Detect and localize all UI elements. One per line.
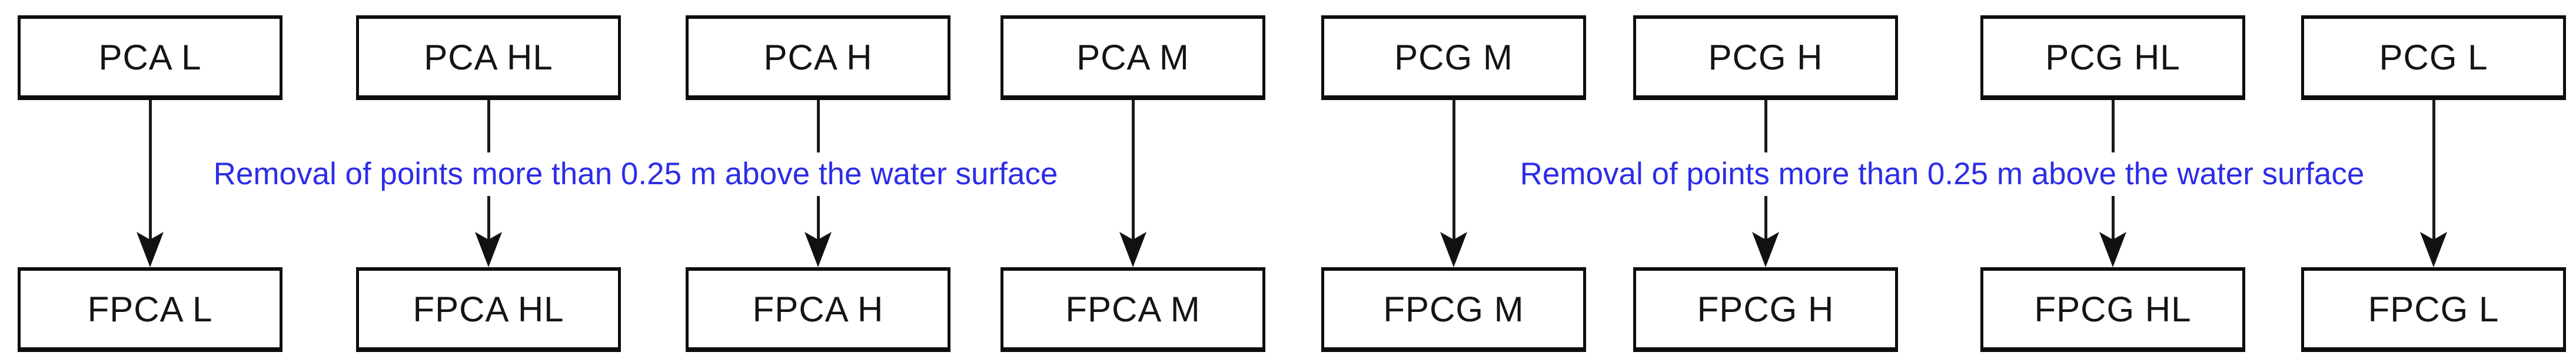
node-pcg-l: PCG L <box>2301 15 2566 100</box>
node-fpcg-m: FPCG M <box>1321 267 1586 352</box>
node-pca-m: PCA M <box>1001 15 1265 100</box>
arrow-shaft <box>1452 100 1455 241</box>
node-label: PCG H <box>1708 37 1823 77</box>
flow-column-pcg-l: PCG L FPCG L <box>2301 0 2566 362</box>
arrow-shaft <box>148 100 152 241</box>
arrowhead-icon <box>475 232 502 267</box>
arrowhead-icon <box>1119 232 1146 267</box>
node-fpca-m: FPCA M <box>1001 267 1265 352</box>
node-label: PCA L <box>98 37 202 77</box>
node-fpca-h: FPCA H <box>686 267 950 352</box>
flow-column-pca-l: PCA L FPCA L <box>18 0 282 362</box>
node-fpca-l: FPCA L <box>18 267 282 352</box>
node-label: FPCA L <box>87 289 213 329</box>
node-fpca-hl: FPCA HL <box>356 267 621 352</box>
node-label: FPCG L <box>2368 289 2499 329</box>
node-pcg-hl: PCG HL <box>1980 15 2245 100</box>
node-label: FPCA HL <box>413 289 564 329</box>
node-label: PCG L <box>2379 37 2488 77</box>
node-label: FPCA H <box>752 289 884 329</box>
node-label: PCG HL <box>2045 37 2181 77</box>
node-label: FPCG H <box>1697 289 1834 329</box>
removal-annotation-right: Removal of points more than 0.25 m above… <box>1513 152 2372 196</box>
arrowhead-icon <box>2099 232 2126 267</box>
node-label: PCA H <box>763 37 873 77</box>
arrowhead-icon <box>1440 232 1467 267</box>
node-pca-hl: PCA HL <box>356 15 621 100</box>
node-pca-l: PCA L <box>18 15 282 100</box>
arrowhead-icon <box>2420 232 2447 267</box>
node-label: PCG M <box>1394 37 1513 77</box>
arrowhead-icon <box>805 232 832 267</box>
node-fpcg-l: FPCG L <box>2301 267 2566 352</box>
node-fpcg-h: FPCG H <box>1633 267 1898 352</box>
node-pcg-m: PCG M <box>1321 15 1586 100</box>
arrow-shaft <box>2432 100 2435 241</box>
flow-column-pcg-hl: PCG HL FPCG HL <box>1980 0 2245 362</box>
flow-column-pca-h: PCA H FPCA H <box>686 0 950 362</box>
node-label: FPCG HL <box>2034 289 2192 329</box>
node-label: PCA HL <box>424 37 553 77</box>
node-label: PCA M <box>1076 37 1189 77</box>
arrowhead-icon <box>137 232 164 267</box>
node-label: FPCA M <box>1065 289 1201 329</box>
node-pca-h: PCA H <box>686 15 950 100</box>
node-pcg-h: PCG H <box>1633 15 1898 100</box>
node-fpcg-hl: FPCG HL <box>1980 267 2245 352</box>
removal-annotation-left: Removal of points more than 0.25 m above… <box>206 152 1065 196</box>
arrowhead-icon <box>1752 232 1779 267</box>
flow-column-pca-hl: PCA HL FPCA HL <box>356 0 621 362</box>
flow-column-pcg-m: PCG M FPCG M <box>1321 0 1586 362</box>
flow-column-pca-m: PCA M FPCA M <box>1001 0 1265 362</box>
node-label: FPCG M <box>1383 289 1524 329</box>
arrow-shaft <box>1131 100 1135 241</box>
